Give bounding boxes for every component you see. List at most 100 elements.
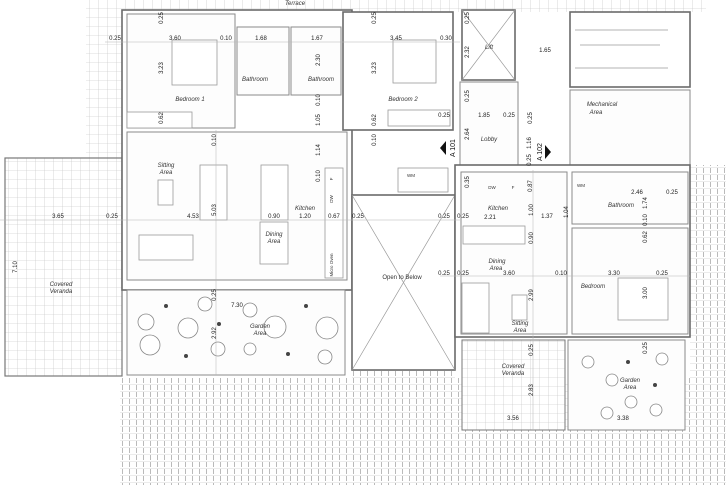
label-wm-1: WM	[407, 173, 415, 178]
label-mechanical: Mechanical	[587, 102, 618, 108]
dimension-label: 0.10	[212, 134, 218, 146]
dimension-label: 2.64	[465, 128, 471, 140]
dimension-label: 1.85	[478, 113, 490, 119]
label-lobby: Lobby	[481, 137, 498, 143]
dimension-label: 0.25	[529, 344, 535, 356]
dimension-label: 3.45	[390, 36, 402, 42]
dimension-label: 2.30	[316, 54, 322, 66]
section-a102-label: A 102	[537, 143, 544, 161]
coffee-table-2	[511, 294, 528, 321]
bed-2	[392, 39, 437, 84]
dimension-label: 1.04	[564, 206, 570, 218]
dimension-label: 0.87	[528, 180, 534, 192]
dimension-label: 0.25	[352, 214, 364, 220]
label-sitting-1: Sitting	[158, 163, 175, 169]
label-kitchen-2: Kitchen	[488, 206, 509, 212]
label-garden-2-area: Area	[623, 385, 637, 391]
dimension-label: 2.99	[529, 289, 535, 301]
lobby	[459, 81, 519, 168]
dimension-label: 1.68	[255, 36, 267, 42]
dimension-labels: 0.25 3.60 0.10 1.68 1.67 0.25 3.23 0.62 0.10 2.30…	[13, 12, 678, 422]
label-open-below: Open to Below	[382, 275, 422, 281]
dimension-label: 2.21	[484, 215, 496, 221]
dimension-label: 1.74	[643, 197, 649, 209]
dimension-label: 7.30	[231, 303, 243, 309]
dimension-label: 3.23	[159, 62, 165, 74]
dimension-label: 0.10	[372, 134, 378, 146]
wardrobe-1	[126, 111, 193, 129]
mechanical-area	[569, 89, 691, 166]
label-dining-2-area: Area	[489, 266, 503, 272]
dimension-label: 1.20	[299, 214, 311, 220]
covered-veranda-2	[461, 339, 566, 431]
section-arrow-icon	[440, 141, 446, 155]
dimension-label: 4.53	[187, 214, 199, 220]
dimension-label: 0.10	[316, 94, 322, 106]
label-dining-2: Dining	[488, 259, 506, 265]
stair	[569, 11, 691, 88]
dimension-label: 0.30	[440, 36, 452, 42]
dimension-label: 1.14	[316, 144, 322, 156]
label-dining-1: Dining	[265, 232, 283, 238]
dimension-label: 0.90	[529, 232, 535, 244]
sofa-3	[461, 282, 490, 334]
dimension-label: 0.62	[643, 231, 649, 243]
laundry-1	[397, 167, 449, 193]
right-deck	[690, 165, 726, 380]
dimension-label: 0.25	[159, 12, 165, 24]
label-wm-2: WM	[577, 183, 585, 188]
dimension-label: 1.65	[539, 48, 551, 54]
label-dining-1-area: Area	[267, 239, 281, 245]
dimension-label: 2.32	[465, 46, 471, 58]
dimension-label: 0.25	[465, 90, 471, 102]
dimension-label: 0.25	[457, 271, 469, 277]
dimension-label: 0.25	[465, 12, 471, 24]
dimension-label: 7.10	[13, 261, 19, 273]
dimension-label: 0.25	[528, 112, 534, 124]
dimension-label: 3.65	[52, 214, 64, 220]
dimension-label: 0.25	[106, 214, 118, 220]
label-f-1: F	[329, 177, 334, 180]
bathroom-2	[571, 171, 689, 225]
dimension-label: 0.25	[457, 214, 469, 220]
dimension-label: 1.16	[527, 137, 533, 149]
dimension-label: 0.10	[643, 214, 649, 226]
garden-shrubs	[164, 304, 657, 387]
dimension-label: 0.25	[666, 190, 678, 196]
open-below-deck	[352, 370, 455, 385]
label-bedroom-1: Bedroom 1	[175, 97, 204, 103]
dimension-label: 3.38	[617, 416, 629, 422]
dimension-label: 0.62	[159, 112, 165, 124]
dimension-label: 0.25	[372, 12, 378, 24]
dimension-label: 0.25	[438, 113, 450, 119]
dimension-label: 1.67	[311, 36, 323, 42]
dimension-label: 0.25	[109, 36, 121, 42]
dimension-label: 2.92	[212, 327, 218, 339]
covered-veranda-1	[4, 157, 123, 377]
bathroom-b	[290, 26, 342, 96]
dimension-label: 2.83	[529, 384, 535, 396]
dimension-label: 3.56	[507, 416, 519, 422]
top-terrace	[86, 0, 706, 12]
label-veranda-2b: Veranda	[502, 371, 525, 377]
room-labels: Terrace Bedroom 1 Bathroom Bathroom Bedr…	[50, 1, 641, 391]
dimension-label: 0.67	[328, 214, 340, 220]
label-micro-oven: Micro Oven	[329, 253, 334, 277]
label-garden-1-area: Area	[253, 331, 267, 337]
bathroom-a	[236, 26, 290, 96]
dimension-label: 0.25	[438, 271, 450, 277]
label-veranda-1: Covered	[50, 282, 73, 288]
label-mechanical-area: Area	[589, 110, 603, 116]
dimension-label: 3.60	[169, 36, 181, 42]
label-bedroom-3: Bedroom	[581, 284, 605, 290]
label-garden-1: Garden	[250, 324, 271, 330]
dimension-label: 5.03	[212, 204, 218, 216]
dimension-label: 2.46	[631, 190, 643, 196]
dimension-label: 3.00	[643, 287, 649, 299]
section-marker-a102: A 102	[537, 143, 551, 161]
label-veranda-1b: Veranda	[50, 289, 73, 295]
dimension-label: 0.25	[643, 342, 649, 354]
dining-table-1	[259, 221, 289, 265]
dimension-label: 0.35	[465, 176, 471, 188]
